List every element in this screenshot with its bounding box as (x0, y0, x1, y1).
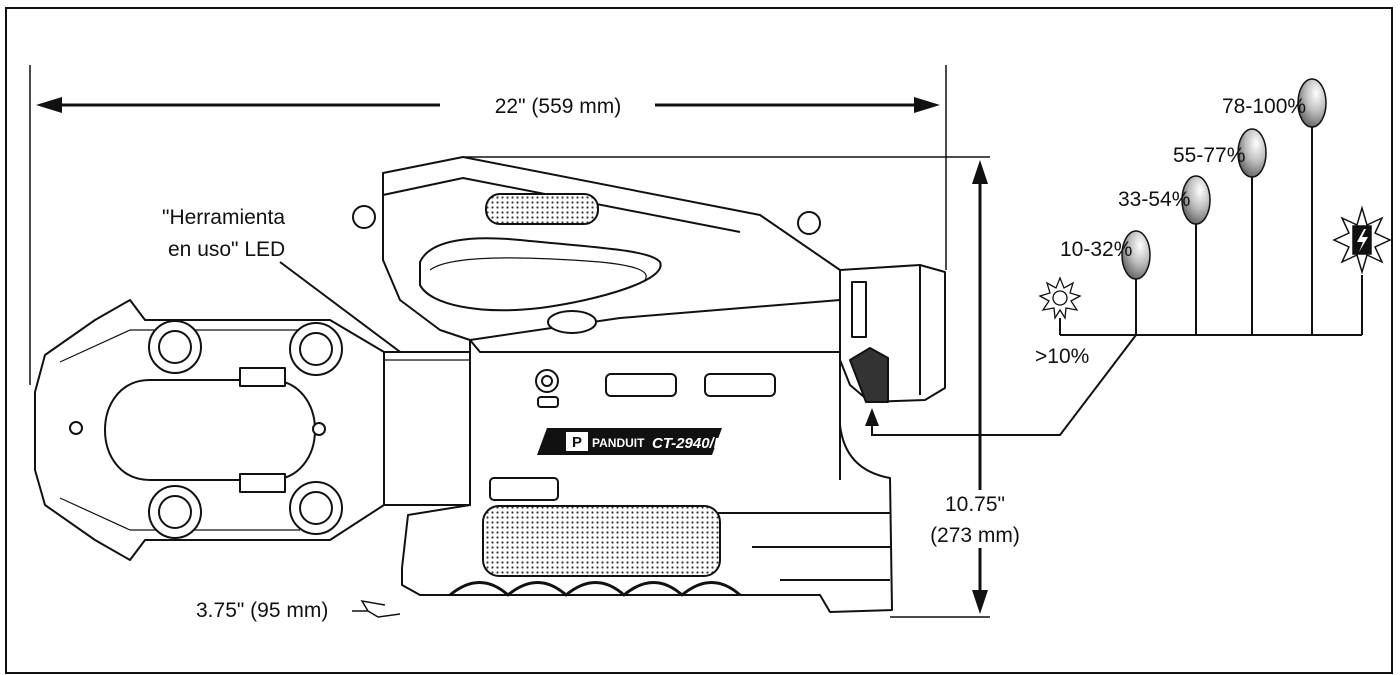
width-label: 3.75" (95 mm) (196, 599, 328, 622)
bulb-icon (1297, 78, 1327, 128)
crimp-tool-drawing (34, 156, 946, 613)
height-dimension (465, 156, 990, 618)
head-pin-right (312, 422, 326, 436)
battery-gauge (865, 125, 1363, 436)
brand-name: PANDUIT (592, 436, 645, 450)
bottom-scallops (449, 581, 741, 597)
body-window-1 (605, 373, 677, 397)
gauge-label-33-54: 33-54% (1118, 188, 1190, 211)
bottom-grille (482, 505, 721, 577)
length-dimension (29, 65, 947, 385)
bulb-icon (1121, 230, 1151, 280)
in-use-led-inner (541, 375, 553, 387)
brand-model: CT-2940/L (652, 435, 723, 452)
gauge-label-lt10: >10% (1035, 345, 1089, 368)
body-window-2 (704, 373, 776, 397)
top-grille (485, 193, 599, 225)
bulb-icon (1181, 175, 1211, 225)
gauge-label-55-77: 55-77% (1173, 144, 1245, 167)
brand-plate: P PANDUIT CT-2940/L (537, 428, 723, 455)
gauge-label-10-32: 10-32% (1060, 238, 1132, 261)
page-border (5, 7, 1393, 674)
width-leader (352, 599, 401, 618)
hanger-ring-left (352, 205, 376, 229)
gauge-label-78-100: 78-100% (1222, 95, 1306, 118)
led-label-line2: en uso" LED (168, 238, 285, 261)
height-label-mm: (273 mm) (930, 524, 1020, 547)
hand-grip-opening (419, 237, 662, 312)
lightning-burst-icon (1332, 205, 1392, 275)
crimp-jaw-opening (104, 379, 316, 481)
brand-logo-icon (566, 432, 588, 451)
led-label-line1: "Herramienta (162, 206, 285, 229)
bulb-icon (1237, 128, 1267, 178)
handle-knob (547, 310, 597, 334)
tool-neck (384, 351, 471, 506)
body-slot (489, 477, 559, 501)
length-label: 22" (559 mm) (495, 95, 622, 118)
svg-text:P: P (572, 434, 582, 451)
hanger-ring-right (797, 211, 821, 235)
head-pin-left (69, 421, 83, 435)
led-switch (537, 396, 559, 408)
height-label-inches: 10.75" (945, 493, 1005, 516)
sun-burst-icon (1038, 276, 1082, 320)
